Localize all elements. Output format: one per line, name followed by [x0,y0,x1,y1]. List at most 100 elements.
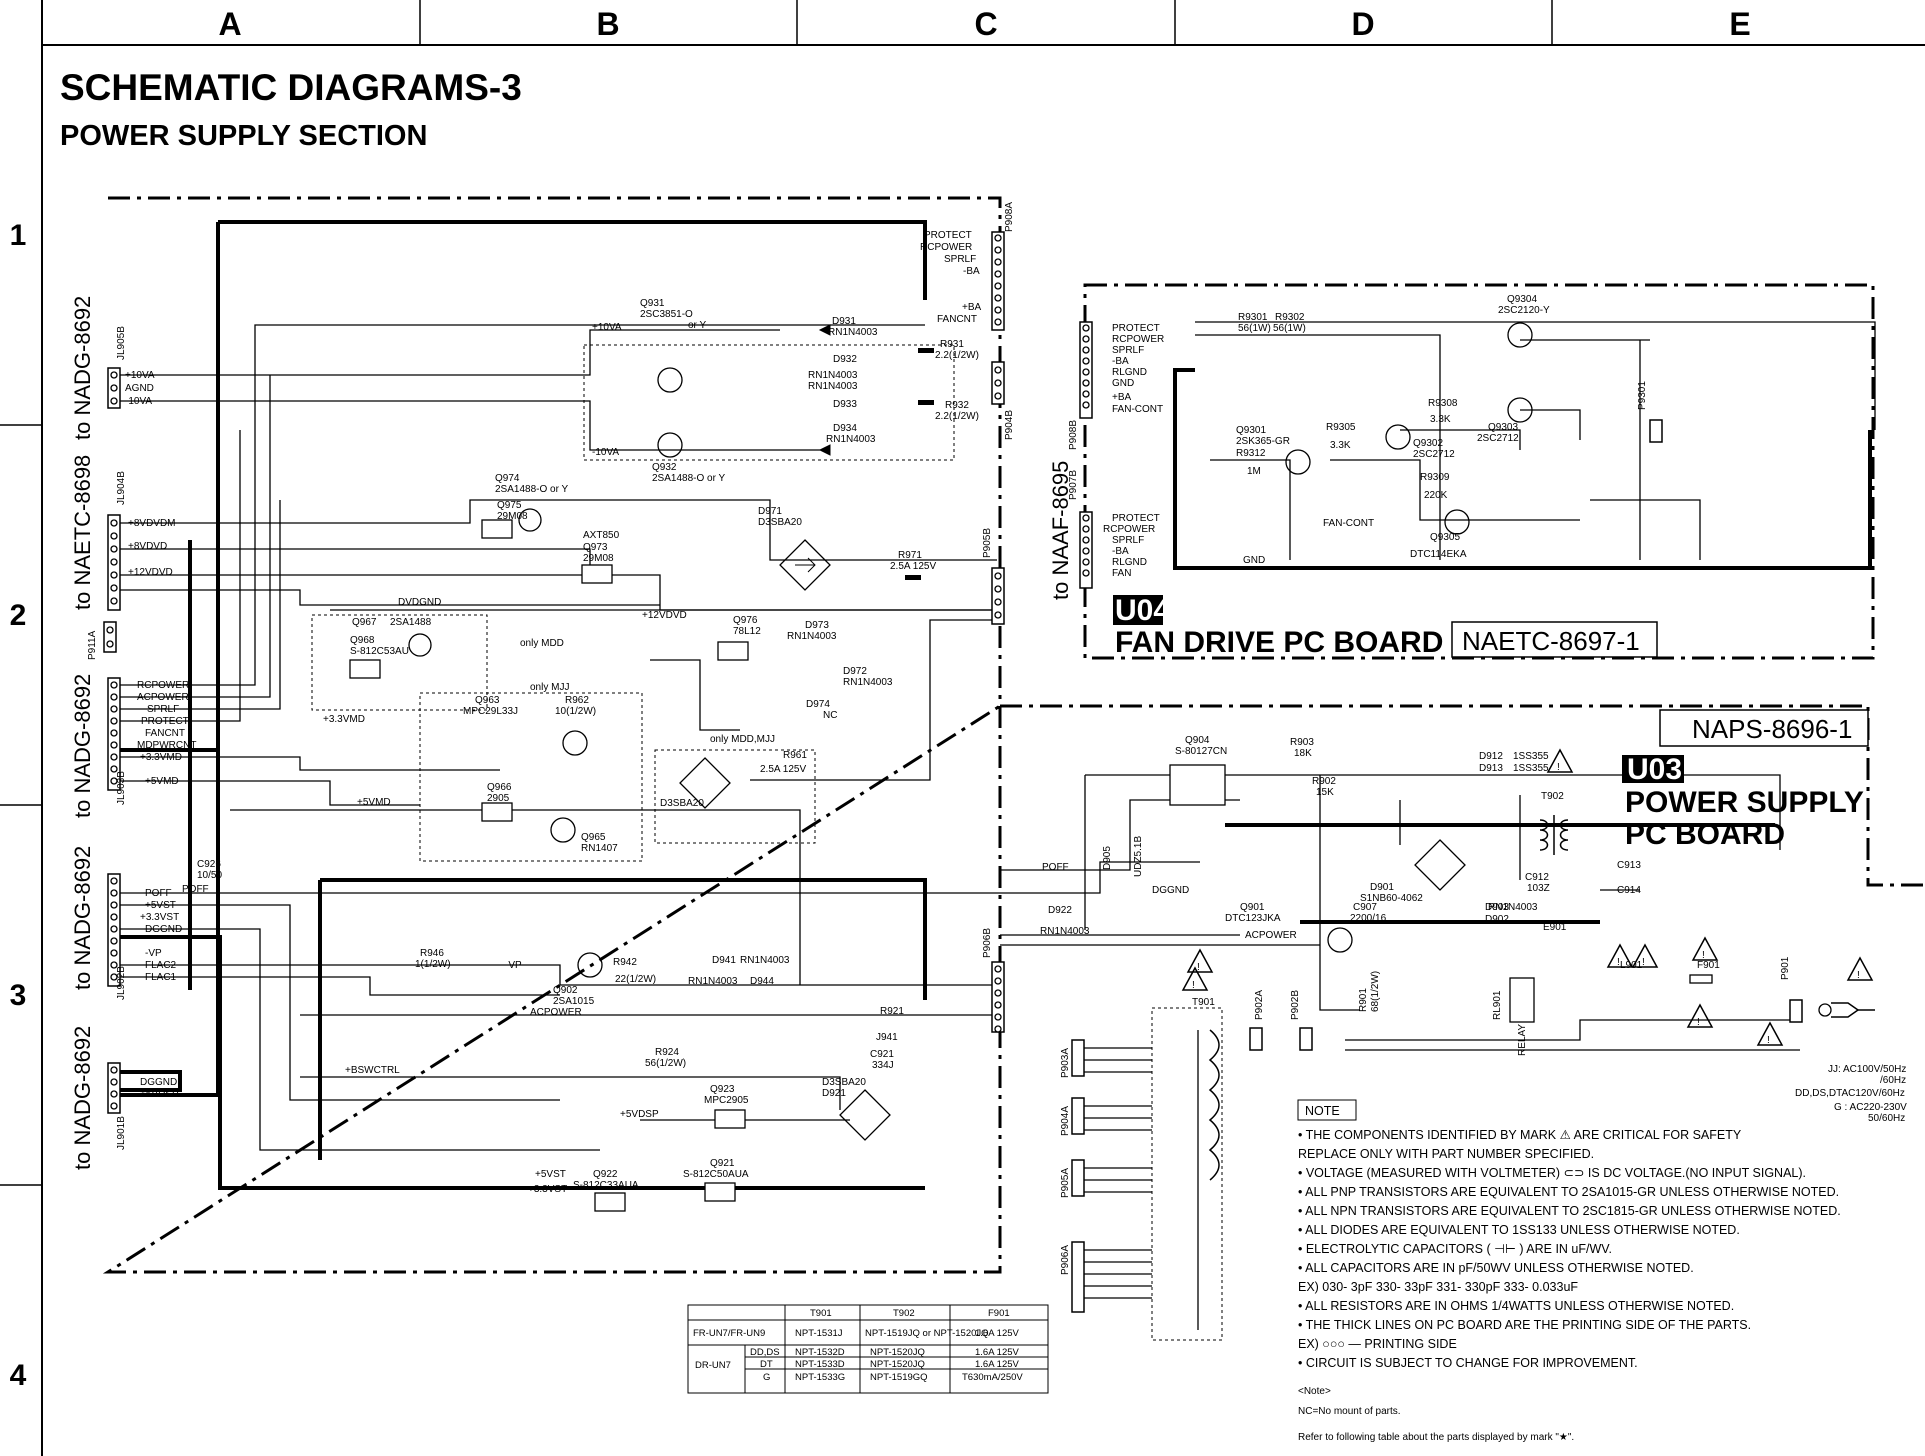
r903-ref: R903 [1290,737,1314,748]
r942-val: 22(1/2W) [615,974,656,985]
page-title: SCHEMATIC DIAGRAMS-3 [60,67,522,108]
r901-val: 68(1/2W) [1370,971,1381,1012]
p906b-ref: P906B [982,928,993,958]
q966-ref: Q966 [487,782,512,793]
note-line-8: • ALL CAPACITORS ARE IN pF/50WV UNLESS O… [1298,1261,1694,1275]
r9305-val: 3.3K [1330,440,1351,451]
d974-ref: D974 [806,699,830,710]
d944-part: RN1N4003 [688,976,738,987]
table-cell-r0-c4: 1.6A 125V [975,1328,1020,1339]
net-minus10va: -10VA [592,447,619,458]
warning-icon: ! [1756,1021,1784,1046]
p905b-ref: P905B [982,528,993,558]
d905-part: UDZ5.1B [1133,836,1144,877]
note-line-5: • ALL NPN TRANSISTORS ARE EQUIVALENT TO … [1298,1204,1841,1218]
q974-ref: Q974 [495,473,520,484]
q922-ref: Q922 [593,1169,618,1180]
table-cell-r0-c2: NPT-1531J [795,1328,843,1339]
r921-ref: R921 [880,1006,904,1017]
q9304-ref: Q9304 [1507,294,1537,305]
u04-tag-box [1113,595,1163,625]
svg-text:!: ! [1197,962,1200,973]
q9305-ref: Q9305 [1430,532,1460,543]
q973-part: 29M08 [583,553,614,564]
svg-text:!: ! [1192,980,1195,991]
warning-icon: ! [1691,936,1719,961]
block-q963-q966: only MJJ Q963 MPC29L33J R962 10(1/2W) Q9… [323,682,643,862]
p908b-pin-gnd: GND [1112,378,1134,389]
r931-ref: R931 [940,339,964,350]
note-line-2: REPLACE ONLY WITH PART NUMBER SPECIFIED. [1298,1147,1594,1161]
d931-part: RN1N4003 [828,327,878,338]
c914-ref: C914 [1617,885,1641,896]
p907b-pin-protect: PROTECT [1112,513,1160,524]
jl903b-pin-5: FANCNT [145,728,185,739]
p901-ref: P901 [1780,956,1791,980]
mains-jj: JJ: AC100V/50Hz [1828,1064,1906,1075]
mains-jj2: /60Hz [1880,1075,1906,1086]
warning-icon: ! [1606,943,1634,968]
d902-ref: D902 [1485,914,1509,925]
net-poff-right: POFF [1042,862,1069,873]
u03-board-code: NAPS-8696-1 [1692,714,1852,744]
q973-ref: Q973 [583,542,608,553]
table-cell-r0-c3: NPT-1519JQ or NPT-1520JQ [865,1328,989,1339]
u04-board-name: FAN DRIVE PC BOARD [1115,626,1443,659]
column-label-a: A [218,6,241,42]
conn-label-nadg-4: to NADG-8692 [70,1026,95,1170]
r946-val: 1(1/2W) [415,959,451,970]
table-header-t902: T902 [893,1308,915,1319]
p907b-ref: P907B [1068,470,1079,500]
u04-tag: U04 [1115,594,1170,627]
table-cell-r1-c2: NPT-1532D [795,1347,845,1358]
r9312-ref: R9312 [1236,448,1266,459]
jl903b-pin-6: MDPWRCNT [137,740,196,751]
net-plus12vdvd: +12VDVD [642,610,687,621]
warning-icons: ! ! ! ! ! ! ! ! [1186,748,1874,1046]
net-plus33vmd: +3.3VMD [323,714,365,725]
r962-ref: R962 [565,695,589,706]
table-cell-r2-c4: 1.6A 125V [975,1359,1020,1370]
note-line-10: • ALL RESISTORS ARE IN OHMS 1/4WATTS UNL… [1298,1299,1734,1313]
jl904b-pin-2: +8VDVD [128,541,167,552]
secondary-connectors: P903A P904A P905A P906A [1060,1039,1152,1313]
q931-part: 2SC3851-O [640,309,693,320]
d974-nc: NC [823,710,837,721]
u03-board-name-1: POWER SUPPLY [1625,786,1864,819]
jl902b-pin-3: +3.3VST [140,912,179,923]
p908a-pin-plusba: +BA [962,302,982,313]
d934-ref: D934 [833,423,857,434]
left-connector-jl905b: +10VA AGND -10VA JL905B [107,326,155,409]
q922-part: S-812C33AUA [573,1180,639,1191]
r946-ref: R946 [420,948,444,959]
d973-part: RN1N4003 [787,631,837,642]
d912-part: 1SS355 [1513,751,1549,762]
relay-label: RELAY [1517,1024,1528,1056]
note-refer: Refer to following table about the parts… [1298,1432,1574,1443]
r924-ref: R924 [655,1047,679,1058]
q902-part: 2SA1015 [553,996,595,1007]
r962-val: 10(1/2W) [555,706,596,717]
fan-drive-board: P908B PROTECT RCPOWER SPRLF -BA RLGND GN… [1048,294,1663,600]
p902a-ref: P902A [1254,990,1265,1020]
column-label-e: E [1729,6,1750,42]
p907b-pin-minusba: -BA [1112,546,1129,557]
r9308-ref: R9308 [1428,398,1458,409]
table-cell-r1-c1: DD,DS [750,1347,780,1358]
table-cell-r3-c3: NPT-1519GQ [870,1372,928,1383]
q968-ref: Q968 [350,635,375,646]
q9301-ref: Q9301 [1236,425,1266,436]
jl903b-ref: JL903B [116,771,127,805]
p907b-pin-sprlf: SPRLF [1112,535,1144,546]
net-plus5vmd: +5VMD [357,797,391,808]
r971-ref: R971 [898,550,922,561]
d941-ref: D941 [712,955,736,966]
note-header-small: <Note> [1298,1386,1331,1397]
table-cell-r1-c4: 1.6A 125V [975,1347,1020,1358]
u03-board-name-2: PC BOARD [1625,818,1785,851]
q921-ref: Q921 [710,1158,735,1169]
p905a-ref: P905A [1060,1168,1071,1198]
d901-ref: D901 [1370,882,1394,893]
q974-part: 2SA1488-O or Y [495,484,569,495]
